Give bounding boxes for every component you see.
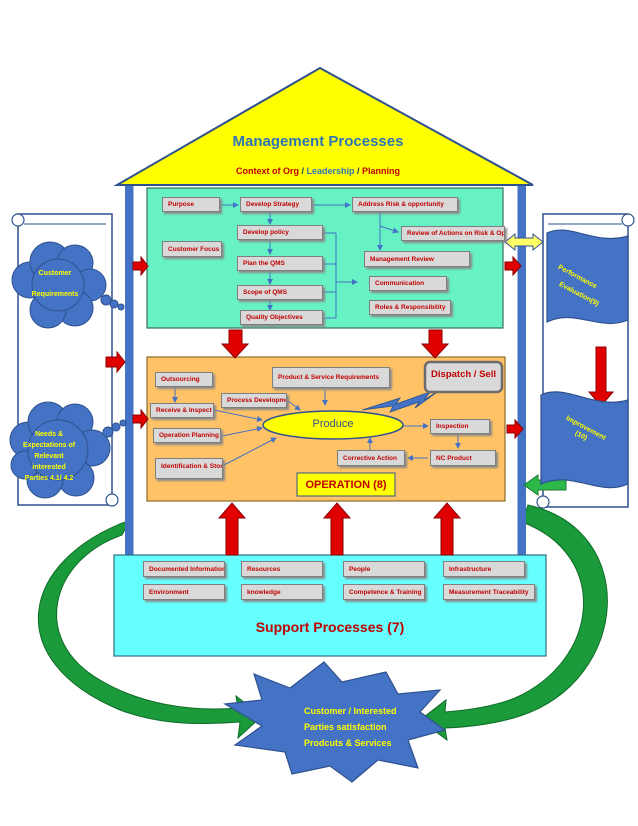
red-arrow-right-2: [105, 350, 126, 374]
customer-cloud-line-1: Customer: [38, 270, 72, 277]
box-operation-planning: Operation Planning: [153, 428, 221, 443]
produce-label: Produce: [312, 418, 354, 430]
box-resources: Resources: [241, 561, 323, 577]
green-curve-left: [37, 519, 263, 740]
management-connectors: [220, 202, 399, 319]
needs-cloud: [9, 401, 127, 499]
box-competence-training: Competence & Training: [343, 584, 425, 600]
box-receive-inspect: Receive & Inspect: [150, 403, 214, 418]
box-address-risk: Address Risk & opportunity: [352, 197, 458, 212]
produce-ellipse: [262, 410, 404, 440]
red-arrow-right-1: [132, 255, 149, 277]
star-line-3: Prodcuts & Services: [304, 738, 392, 748]
operation-title: OPERATION (8): [305, 479, 387, 491]
operation-title-box: [296, 472, 396, 497]
operation-connectors: [172, 386, 461, 466]
box-purpose: Purpose: [162, 197, 220, 212]
box-develop-policy: Develop policy: [237, 225, 323, 240]
star-line-2: Parties satisfaction: [304, 722, 387, 732]
dispatch-label: Dispatch / Sell: [431, 369, 496, 380]
star-line-1: Customer / Interested: [304, 706, 397, 716]
yellow-double-arrow: [504, 232, 544, 252]
needs-cloud-line-5: Parties 4.1/ 4.2: [24, 475, 74, 482]
box-quality-objectives: Quality Objectives: [240, 310, 323, 325]
red-arrow-down-right: [420, 329, 450, 359]
improvement-flag: [540, 391, 629, 489]
customer-cloud: [11, 241, 125, 329]
red-arrow-up-2: [322, 502, 352, 556]
roof-title: Management Processes: [232, 133, 404, 150]
box-roles: Roles & Responsibility: [369, 300, 451, 315]
box-process-development: Process Development: [221, 393, 287, 408]
support-title: Support Processes (7): [255, 619, 405, 635]
wall-left-pillar: [125, 185, 133, 557]
red-arrow-up-1: [217, 502, 247, 556]
needs-cloud-line-3: Relevant: [34, 453, 64, 460]
needs-cloud-line-4: interested: [32, 464, 66, 471]
box-knowledge: knowledge: [241, 584, 323, 600]
box-develop-strategy: Develop Strategy: [240, 197, 312, 212]
customer-cloud-line-2: Requirements: [31, 291, 79, 298]
red-arrow-down-flags: [587, 346, 615, 407]
roof-subtitle-part-3: /: [354, 166, 363, 176]
red-arrow-up-3: [432, 502, 462, 556]
box-infrastructure: Infrastructure: [443, 561, 525, 577]
box-outsourcing: Outsourcing: [155, 372, 213, 387]
box-people: People: [343, 561, 425, 577]
box-measurement-traceability: Measurement Traceability: [443, 584, 535, 600]
red-arrow-right-3: [132, 408, 149, 430]
red-arrow-down-left: [220, 329, 250, 359]
satisfaction-star: [223, 661, 447, 783]
roof-subtitle: Context of Org / Leadership / Planning: [200, 166, 436, 176]
box-nc-product: NC Product: [430, 450, 496, 466]
wall-right-pillar: [518, 185, 526, 557]
box-documented-information: Documented Information: [143, 561, 225, 577]
needs-cloud-line-1: Needs &: [34, 431, 63, 438]
roof-subtitle-part-0: Context of Org: [235, 166, 299, 176]
roof-subtitle-part-1: /: [298, 166, 307, 176]
box-corrective-action: Corrective Action: [337, 450, 405, 466]
roof-subtitle-part-4: Planning: [362, 166, 401, 176]
performance-flag: [546, 229, 629, 325]
roof: [113, 66, 534, 186]
box-communication: Communication: [369, 276, 447, 291]
box-review-actions: Review of Actions on Risk & Opp: [401, 226, 505, 241]
box-scope-qms: Scope of QMS: [237, 285, 323, 300]
box-product-requirements: Product & Service Requirements: [272, 367, 390, 388]
red-arrow-right-5: [506, 418, 524, 440]
box-identification-storage: Identification & Storage: [155, 458, 223, 479]
needs-cloud-line-2: Expectations of: [22, 442, 76, 449]
box-customer-focus: Customer Focus: [162, 241, 222, 257]
box-environment: Environment: [143, 584, 225, 600]
box-management-review: Management Review: [364, 251, 470, 267]
red-arrow-right-4: [504, 255, 522, 277]
roof-subtitle-part-2: Leadership: [306, 166, 355, 176]
box-inspection: Inspection: [430, 419, 490, 434]
box-plan-qms: Plan the QMS: [237, 256, 323, 271]
dispatch-box: [423, 360, 504, 394]
